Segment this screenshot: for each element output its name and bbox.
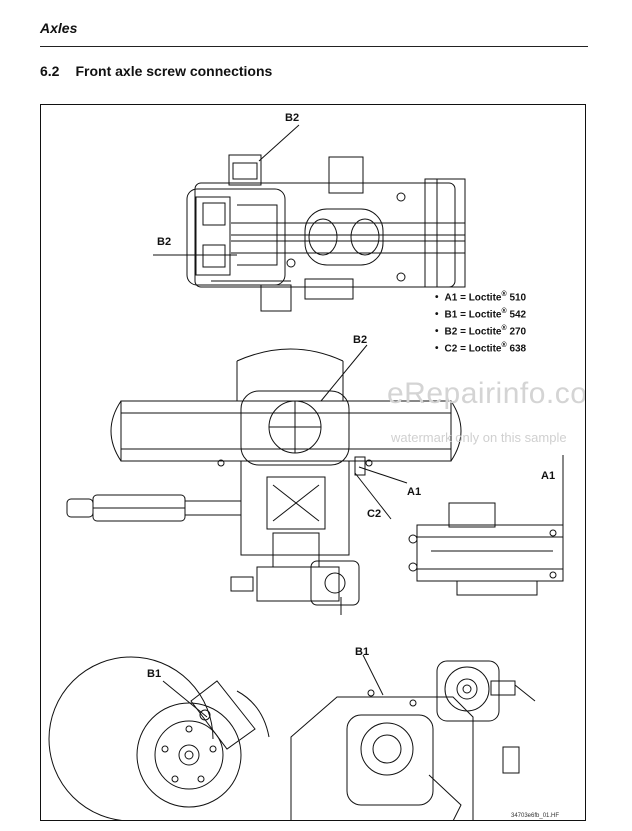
callout-c2-center: C2 bbox=[367, 508, 382, 520]
callout-b1-left: B1 bbox=[147, 668, 162, 680]
figure-reference-code: 34703e6fb_01.HF bbox=[511, 813, 560, 819]
section-number: 6.2 bbox=[40, 63, 60, 79]
leader-lines bbox=[153, 124, 564, 718]
callout-b2-left: B2 bbox=[157, 236, 172, 248]
hub-assembly bbox=[48, 656, 270, 820]
middle-view-assembly bbox=[66, 348, 462, 615]
legend-item: •A1 = Loctite® 510 bbox=[435, 291, 527, 304]
axle-drawing bbox=[48, 124, 564, 820]
loctite-legend: •A1 = Loctite® 510 •B1 = Loctite® 542 •B… bbox=[435, 289, 526, 357]
section-heading: 6.2 Front axle screw connections bbox=[40, 63, 272, 79]
top-view-assembly bbox=[186, 154, 466, 312]
legend-item: •B1 = Loctite® 542 bbox=[435, 308, 527, 321]
knuckle-assembly bbox=[290, 660, 536, 820]
header-divider bbox=[40, 46, 588, 47]
legend-item: •B2 = Loctite® 270 bbox=[435, 325, 527, 338]
callout-b2-top: B2 bbox=[285, 112, 300, 124]
watermark-subtext: watermark only on this sample bbox=[391, 430, 567, 445]
side-view-assembly bbox=[408, 502, 564, 596]
watermark-text: eRepairinfo.com bbox=[387, 377, 586, 410]
section-title: Front axle screw connections bbox=[75, 63, 273, 79]
figure-frame: B2 B2 B2 A1 C2 A1 B1 B1 •A1 = Loctite® 5… bbox=[40, 104, 586, 821]
callout-a1-center: A1 bbox=[407, 486, 422, 498]
legend-item: •C2 = Loctite® 638 bbox=[435, 342, 527, 355]
callout-b1-center: B1 bbox=[355, 646, 370, 658]
callout-b2-center: B2 bbox=[353, 334, 368, 346]
callout-a1-right: A1 bbox=[541, 470, 556, 482]
chapter-title: Axles bbox=[40, 20, 78, 36]
